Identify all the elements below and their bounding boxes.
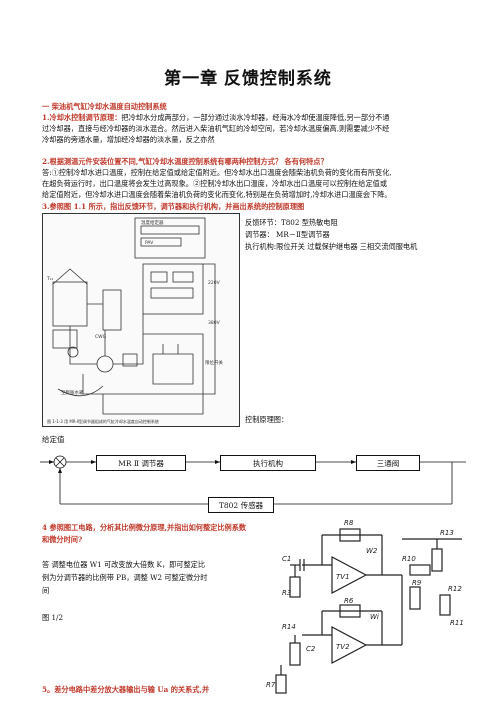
item2-question: 2.根据测温元件安装位置不同,气缸冷却水温度控制系统有哪两种控制方式？ 各有何特… <box>42 157 328 166</box>
label-tv2: TV2 <box>336 643 350 651</box>
label-r8: R8 <box>344 519 354 527</box>
label-c2: C2 <box>306 645 316 653</box>
controller-block-label: MR Ⅱ 调节器 <box>118 458 164 468</box>
label-r14: R14 <box>282 623 296 631</box>
control-block-diagram-lines <box>40 455 466 505</box>
item1-line-0: 把冷却水分成两部分，一部分通过淡水冷却器，经海水冷却使温度降低,另一部分不通 <box>121 113 390 122</box>
item2-line-0: 答:①控制冷却水进口温度，控制在给定值或给定值附近。但冷却水出口温度会随柴油机负… <box>42 168 392 177</box>
label-r6: R6 <box>344 597 354 605</box>
section4-line-1: 例为分调节器的比例带 PB，调整 W2 可整定微分时 <box>42 573 208 582</box>
op-amp-circuit-figure: R8 W2 R10 R13 R11 R3 R9 R14 R6 Wi R7 R12… <box>262 515 472 697</box>
section4-line-0: 答 调整电位器 W1 可改变放大倍数 K，即可整定比 <box>42 560 206 569</box>
section5-question: 5。差分电路中差分放大器输出与输 Ua 的关系式,并 <box>42 685 210 694</box>
section4-question: 4 参照图工电路，分析其比例微分原理,并指出如何整定比例系数和微分时间? <box>42 523 247 544</box>
valve-block: 三通阀 <box>356 455 420 471</box>
label-tv1: TV1 <box>336 573 350 581</box>
sensor-block-label: T802 传感器 <box>218 500 264 510</box>
label-r11: R11 <box>450 619 464 627</box>
label-w2: W2 <box>366 547 378 555</box>
item1-line-2: 冷却器的旁通水量，增加经冷却器的淡水量，反之亦然 <box>42 135 215 144</box>
diagram-label: 控制原理图： <box>245 415 289 424</box>
item3-question: 3.参照图 1.1 所示，指出反馈环节，调节器和执行机构，并画出系统的控制原理图 <box>42 202 305 211</box>
svg-text:温度给定器: 温度给定器 <box>141 219 164 226</box>
page-title: 第一章 反馈控制系统 <box>164 69 332 88</box>
svg-text:380V: 380V <box>208 320 221 326</box>
label-r10: R10 <box>402 555 416 563</box>
actuator-block: 执行机构 <box>220 455 316 471</box>
answer-controller: 调节器： MR－Ⅱ型调节器 <box>245 230 330 239</box>
svg-text:PAV: PAV <box>145 240 154 246</box>
circuit-drawing: R8 W2 R10 R13 R11 R3 R9 R14 R6 Wi R7 R12… <box>266 519 464 694</box>
answer-feedback: 反馈环节：T802 型热敏电阻 <box>245 218 338 227</box>
svg-text:T₁₁: T₁₁ <box>46 276 54 282</box>
schematic-drawing: 温度给定器 PAV 220V 380V 限位开关 T₁₁ CWG 至膨胀水箱 <box>46 217 223 415</box>
svg-text:至膨胀水箱: 至膨胀水箱 <box>61 389 84 396</box>
section1-heading: 一 柴油机气缸冷却水温度自动控制系统 <box>42 102 167 111</box>
label-r12: R12 <box>448 585 462 593</box>
section4-answer: 答 调整电位器 W1 可改变放大倍数 K，即可整定比 例为分调节器的比例带 PB… <box>42 558 252 597</box>
controller-block: MR Ⅱ 调节器 <box>96 455 186 471</box>
label-c1: C1 <box>282 555 291 563</box>
setpoint-label: 给定值 <box>42 435 65 444</box>
figure-1-2-ref: 图 1/2 <box>42 613 64 622</box>
svg-text:CWG: CWG <box>95 334 107 340</box>
item2-line-1: 在超负荷运行时，出口温度将会发生过高现象。②控制冷却水出口温度，冷却水出口温度可… <box>42 179 388 188</box>
svg-text:限位开关: 限位开关 <box>205 359 223 366</box>
figure-1-1-schematic: 温度给定器 PAV 220V 380V 限位开关 T₁₁ CWG 至膨胀水箱 图… <box>42 213 240 427</box>
item3-answer: 反馈环节：T802 型热敏电阻 调节器： MR－Ⅱ型调节器 执行机构:限位开关 … <box>245 217 475 253</box>
item1-label: 1.冷却水控制调节原理： <box>42 113 122 122</box>
label-r9: R9 <box>412 579 422 587</box>
label-r3: R3 <box>282 589 291 597</box>
item2-line-2: 给定值附近，但冷却水进口温度会随着柴油机负荷的变化而变化,特别是在负荷增加时,冷… <box>42 190 392 199</box>
label-r13: R13 <box>440 529 454 537</box>
svg-text:220V: 220V <box>208 280 221 286</box>
item1-line-1: 过冷却器，直接与经冷却器的淡水混合。然后进入柴油机气缸的冷却空间，若冷却水温度偏… <box>42 124 390 133</box>
actuator-block-label: 执行机构 <box>253 458 283 468</box>
sensor-block: T802 传感器 <box>208 497 274 513</box>
label-wi: Wi <box>370 613 379 621</box>
valve-block-label: 三通阀 <box>376 458 400 468</box>
item1-block: 1.冷却水控制调节原理：把冷却水分成两部分，一部分通过淡水冷却器，经海水冷却使温… <box>42 112 462 145</box>
item2-answer: 答:①控制冷却水进口温度，控制在给定值或给定值附近。但冷却水出口温度会随柴油机负… <box>42 167 472 200</box>
section4-line-2: 间 <box>42 586 50 595</box>
figure-caption: 图 1-1-3 用 MR-Ⅱ型调节器组成的气缸冷却水温度自动控制系统 <box>47 419 159 424</box>
answer-actuator: 执行机构:限位开关 过载保护继电器 三相交流伺服电机 <box>245 242 418 251</box>
label-r7: R7 <box>266 681 276 689</box>
